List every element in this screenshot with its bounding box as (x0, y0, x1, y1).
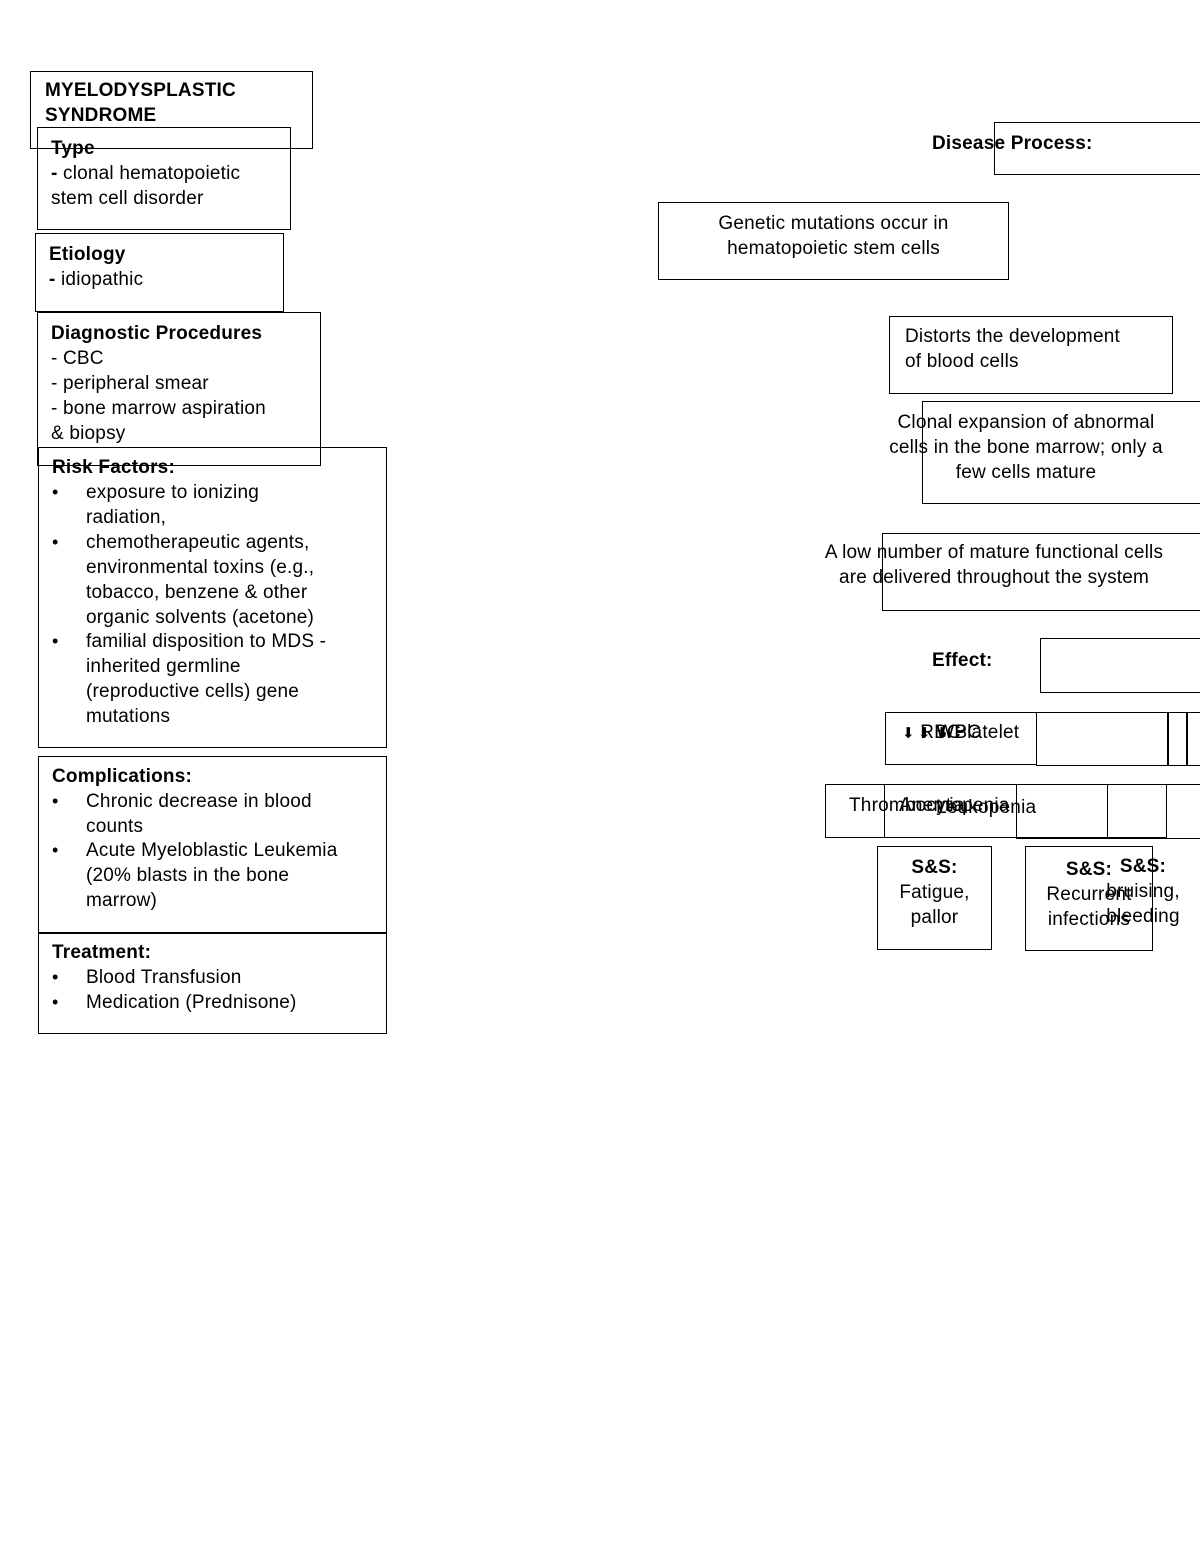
process-step-1-box (658, 202, 1009, 280)
process-step-4-box (882, 533, 1200, 611)
ss-leukopenia: S&S: Recurrent infections (1046, 859, 1132, 930)
list-item: Acute Myeloblastic Leukemia (20% blasts … (86, 840, 338, 911)
down-arrow-icon: ⬇ (936, 725, 949, 742)
condition-anemia: Anemia (899, 795, 965, 816)
treatment-section: Treatment: • Blood Transfusion • Medicat… (38, 940, 387, 1030)
effect-header-box (1040, 638, 1200, 693)
effect-platelet-box (1167, 712, 1188, 766)
diagnostics-section: Diagnostic Procedures - CBC - peripheral… (51, 323, 266, 444)
ss-leukopenia-box (1025, 846, 1153, 951)
down-arrow-icon: ⬇ (918, 725, 931, 742)
condition-leukopenia: Leukopenia (936, 797, 1037, 818)
bullet: • (52, 967, 59, 987)
bullet: • (52, 791, 59, 811)
wbc-label: ⬇ WBC (918, 722, 982, 743)
process-step-3-box (922, 401, 1200, 504)
bullet: • (52, 631, 59, 651)
title-box (30, 71, 313, 149)
list-item: Blood Transfusion (86, 967, 242, 988)
ss-anemia: S&S: Fatigue, pallor (899, 857, 970, 928)
process-step-4: A low number of mature functional cells … (824, 542, 1164, 588)
process-header-box (994, 122, 1200, 175)
page-title: MYELODYSPLASTIC SYNDROME (45, 80, 236, 126)
condition-thrombocytopenia: Thrombocytopenia (849, 795, 1010, 816)
process-step-1: Genetic mutations occur in hematopoietic… (718, 213, 949, 259)
type-box (37, 127, 291, 230)
type-section: Type - clonal hematopoietic stem cell di… (51, 138, 241, 209)
list-item: exposure to ionizing radiation, (86, 482, 259, 528)
treatment-box (38, 932, 387, 1034)
list-item: Chronic decrease in blood counts (86, 791, 312, 837)
complications-box (38, 756, 387, 934)
effect-extra-box (1186, 712, 1200, 766)
effect-wbc-box (1036, 712, 1169, 766)
ss-anemia-box (877, 846, 992, 950)
list-item: familial disposition to MDS - inherited … (86, 631, 327, 727)
disease-process-heading: Disease Process: (932, 133, 1093, 154)
complications-heading: Complications: (52, 766, 193, 787)
risk-heading: Risk Factors: (52, 457, 175, 478)
bullet: • (52, 532, 59, 552)
complications-section: Complications: • Chronic decrease in blo… (38, 764, 387, 924)
bullet: • (52, 992, 59, 1012)
etiology-section: Etiology - idiopathic (49, 244, 144, 290)
down-arrow-icon: ⬇ (902, 725, 915, 742)
risk-factors-box (38, 447, 387, 748)
effect-heading: Effect: (932, 650, 993, 671)
process-step-2: Distorts the development of blood cells (905, 326, 1120, 372)
diagnostics-box (37, 312, 321, 466)
list-item: chemotherapeutic agents, environmental t… (86, 532, 315, 628)
risk-factors-section: Risk Factors: • exposure to ionizing rad… (38, 455, 387, 735)
treatment-heading: Treatment: (52, 942, 152, 963)
process-step-2-box (889, 316, 1173, 394)
process-step-3: Clonal expansion of abnormal cells in th… (889, 412, 1163, 483)
etiology-box (35, 233, 284, 312)
rbc-label: ⬇ RBC (902, 722, 961, 743)
bullet: • (52, 482, 59, 502)
list-item: Medication (Prednisone) (86, 992, 297, 1013)
condition-inner-box (1107, 784, 1167, 838)
platelet-label: ⬇ Platelet (936, 722, 1020, 743)
ss-thrombocytopenia: S&S: bruising, bleeding (1106, 856, 1180, 927)
bullet: • (52, 840, 59, 860)
